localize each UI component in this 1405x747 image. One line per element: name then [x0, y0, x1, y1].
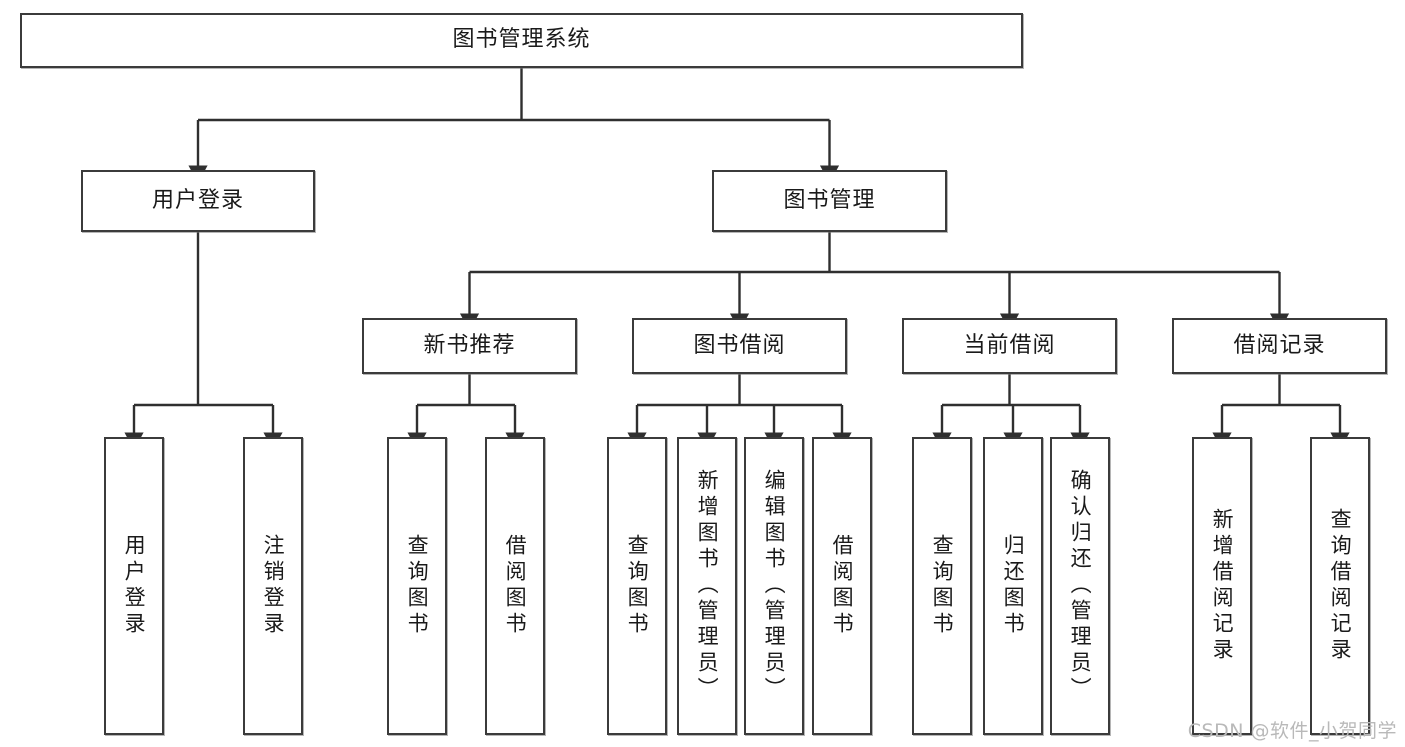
- node-current[interactable]: 当前借阅: [902, 318, 1117, 374]
- node-bookmgmt[interactable]: 图书管理: [712, 170, 947, 232]
- node-leaf-re-query[interactable]: 查询借阅记录: [1310, 437, 1370, 735]
- node-leaf-bo-query[interactable]: 查询图书: [607, 437, 667, 735]
- node-label: 图书借阅: [693, 332, 786, 358]
- node-leaf-nb-borrow[interactable]: 借阅图书: [485, 437, 545, 735]
- node-label: 查询图书: [405, 534, 430, 638]
- node-root[interactable]: 图书管理系统: [20, 13, 1023, 68]
- node-leaf-bo-edit[interactable]: 编辑图书（管理员）: [744, 437, 804, 735]
- node-label: 确认归还（管理员）: [1068, 469, 1093, 703]
- connector-group: [124, 68, 1350, 451]
- node-label: 用户登录: [122, 534, 147, 638]
- node-label: 图书管理系统: [452, 27, 591, 53]
- node-login[interactable]: 用户登录: [81, 170, 315, 232]
- node-leaf-bo-lend[interactable]: 借阅图书: [812, 437, 872, 735]
- node-borrow[interactable]: 图书借阅: [632, 318, 847, 374]
- node-leaf-cu-return[interactable]: 归还图书: [983, 437, 1043, 735]
- node-label: 当前借阅: [963, 332, 1056, 358]
- node-newbook[interactable]: 新书推荐: [362, 318, 577, 374]
- node-leaf-cu-confirm[interactable]: 确认归还（管理员）: [1050, 437, 1110, 735]
- node-label: 编辑图书（管理员）: [762, 469, 787, 703]
- node-label: 归还图书: [1001, 534, 1026, 638]
- node-leaf-nb-query[interactable]: 查询图书: [387, 437, 447, 735]
- node-records[interactable]: 借阅记录: [1172, 318, 1387, 374]
- node-label: 用户登录: [151, 187, 244, 213]
- node-label: 图书管理: [783, 187, 876, 213]
- node-leaf-bo-add[interactable]: 新增图书（管理员）: [677, 437, 737, 735]
- node-label: 新增图书（管理员）: [695, 469, 720, 703]
- node-label: 查询图书: [930, 534, 955, 638]
- node-label: 查询借阅记录: [1328, 508, 1353, 664]
- node-label: 新书推荐: [423, 332, 516, 358]
- node-label: 注销登录: [261, 534, 286, 638]
- node-label: 新增借阅记录: [1210, 508, 1235, 664]
- node-label: 借阅图书: [503, 534, 528, 638]
- node-label: 借阅记录: [1233, 332, 1326, 358]
- node-label: 查询图书: [625, 534, 650, 638]
- node-leaf-cu-query[interactable]: 查询图书: [912, 437, 972, 735]
- node-leaf-logout[interactable]: 注销登录: [243, 437, 303, 735]
- node-leaf-re-add[interactable]: 新增借阅记录: [1192, 437, 1252, 735]
- node-label: 借阅图书: [830, 534, 855, 638]
- node-leaf-login[interactable]: 用户登录: [104, 437, 164, 735]
